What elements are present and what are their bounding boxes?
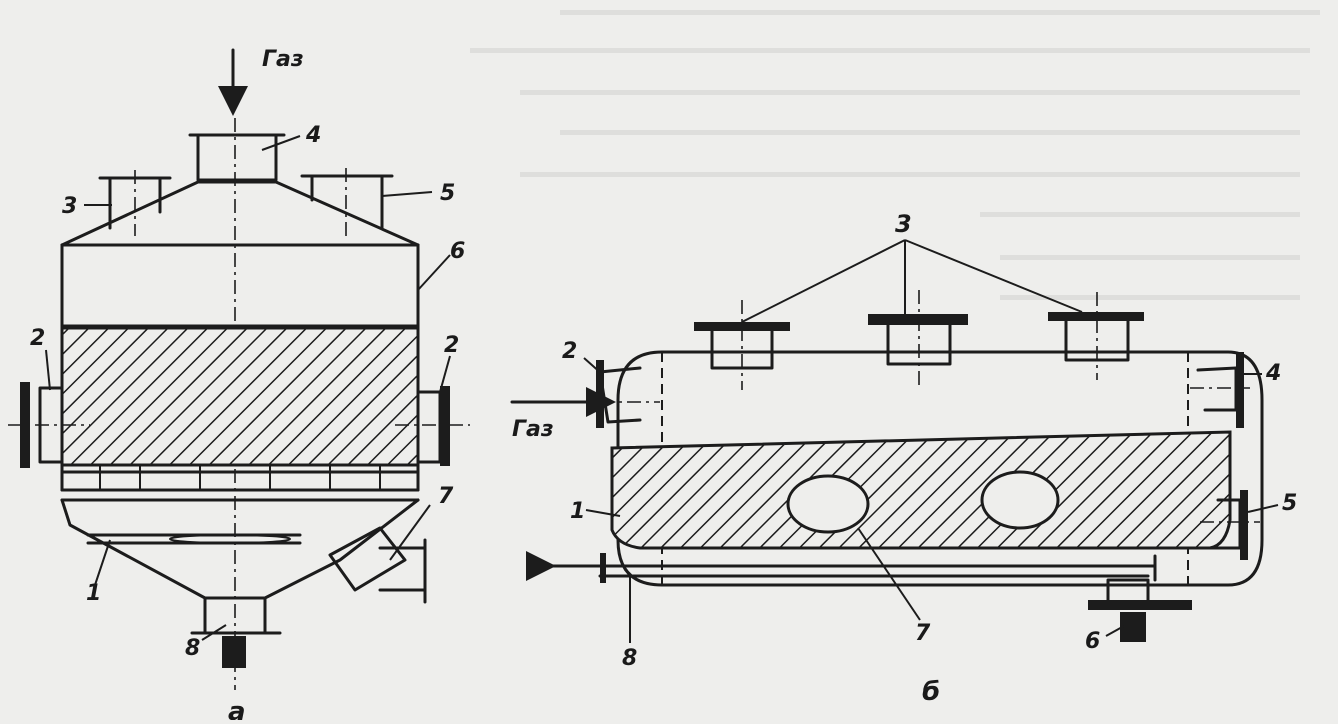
- label-a-5: 5: [440, 181, 455, 206]
- gas-label-b: Газ: [512, 417, 554, 442]
- gas-label-a: Газ: [262, 47, 304, 72]
- label-b-5: 5: [1282, 491, 1297, 516]
- label-b-3: 3: [895, 210, 912, 238]
- label-b-1: 1: [570, 499, 585, 524]
- manhole-1: [786, 474, 870, 534]
- top-nozzles-3: [694, 290, 1144, 390]
- label-b-2: 2: [562, 339, 577, 364]
- manhole-2: [980, 470, 1060, 530]
- outlet-7: [328, 526, 407, 592]
- label-a-4: 4: [305, 123, 321, 148]
- label-a-3: 3: [62, 194, 77, 219]
- drain-valve: [222, 636, 246, 668]
- leader-lines-3: [741, 239, 1083, 323]
- label-a-6: 6: [450, 239, 465, 264]
- label-a-2-right: 2: [444, 333, 459, 358]
- label-a-7: 7: [438, 484, 454, 509]
- label-b-6: 6: [1085, 629, 1100, 654]
- figure-a-vertical-reactor: Газ: [8, 47, 470, 724]
- flange-right: [440, 386, 450, 466]
- label-a-1: 1: [86, 581, 101, 606]
- label-b-7: 7: [915, 621, 931, 646]
- nozzle-4-b: [1196, 366, 1238, 412]
- catalyst-bed-a: [60, 326, 420, 467]
- top-cone: [60, 180, 420, 247]
- leader-lines-b: [583, 357, 1279, 643]
- inlet-nozzle-2: [598, 366, 642, 424]
- nozzle-4: [196, 133, 278, 182]
- label-a-8: 8: [185, 636, 200, 661]
- label-b-4: 4: [1265, 361, 1281, 386]
- caption-a: а: [228, 697, 246, 720]
- leader-lines-a: [45, 135, 451, 641]
- label-b-8: 8: [622, 646, 637, 671]
- bleed-through-lines: [470, 10, 1320, 300]
- catalyst-bed-b: [610, 430, 1232, 550]
- label-a-2-left: 2: [30, 326, 45, 351]
- figure-b-horizontal-reactor: 3 2 Газ 4 5 1 8 7 6 б: [510, 210, 1297, 707]
- flange-left: [20, 382, 30, 468]
- side-nozzle-right: [416, 390, 442, 464]
- caption-b: б: [922, 677, 940, 707]
